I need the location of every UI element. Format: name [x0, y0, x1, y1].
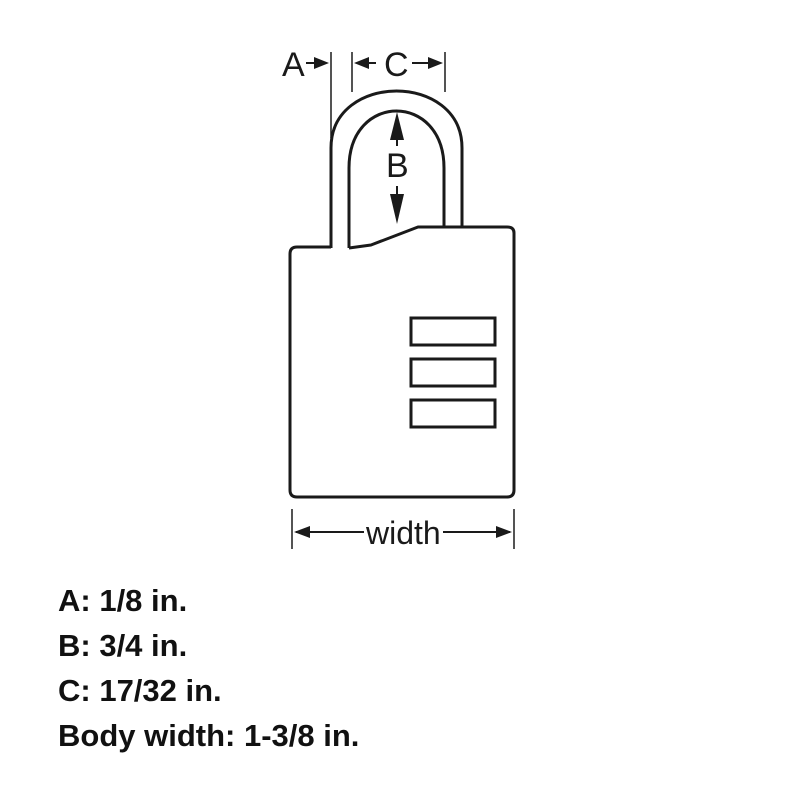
arrow-b-down [390, 194, 404, 224]
dial-1 [409, 316, 497, 347]
shackle-inner [347, 109, 446, 248]
spec-a: A: 1/8 in. [58, 583, 188, 618]
lock-body [288, 225, 516, 499]
label-c: C [384, 46, 409, 84]
label-a: A [282, 46, 305, 84]
dial-3 [409, 398, 497, 429]
dimension-width: width [291, 509, 515, 551]
dimension-c: C [351, 46, 446, 92]
dimension-a: A [282, 46, 332, 138]
shackle-outer [329, 89, 464, 248]
dimension-b: B [386, 112, 409, 224]
shackle [329, 89, 464, 248]
arrow-c-right [428, 57, 443, 69]
spec-c: C: 17/32 in. [58, 673, 222, 708]
arrow-c-left [354, 57, 369, 69]
arrow-width-left [294, 526, 310, 538]
arrow-b-up [390, 112, 404, 140]
arrow-a [314, 57, 329, 69]
label-b: B [386, 147, 409, 185]
spec-body-width: Body width: 1-3/8 in. [58, 718, 360, 753]
label-width: width [365, 515, 441, 551]
arrow-width-right [496, 526, 512, 538]
spec-b: B: 3/4 in. [58, 628, 188, 663]
dial-2 [409, 357, 497, 388]
dimension-specs-list: A: 1/8 in. B: 3/4 in. C: 17/32 in. Body … [58, 578, 359, 758]
combination-dials [409, 316, 497, 429]
